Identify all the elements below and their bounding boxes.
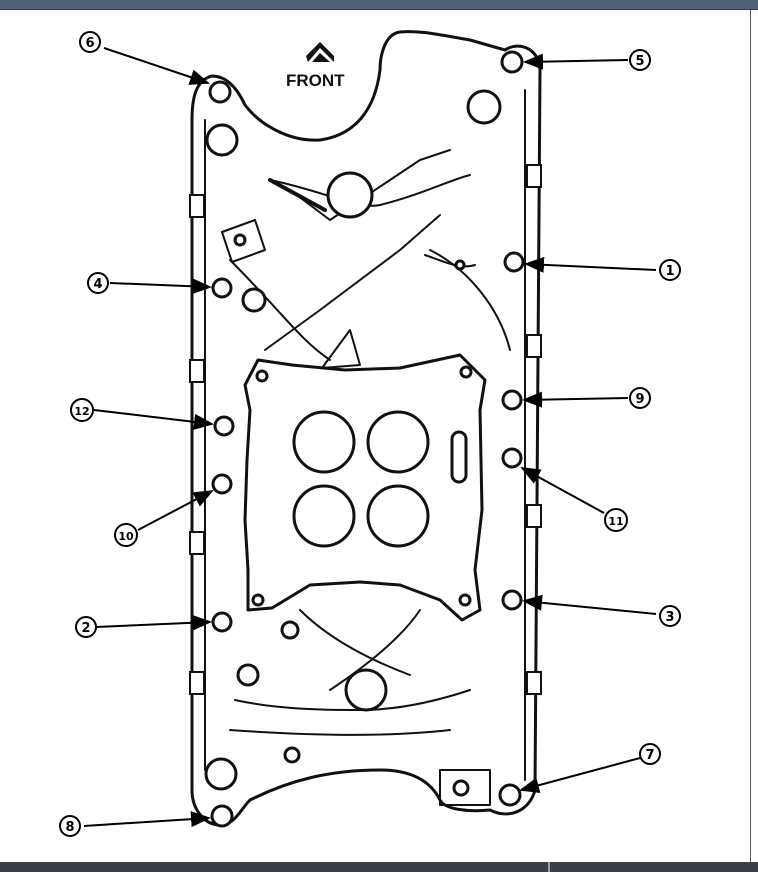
svg-text:12: 12 <box>74 405 89 418</box>
svg-text:4: 4 <box>93 277 102 292</box>
callout-12: 12 <box>70 398 94 422</box>
svg-text:8: 8 <box>65 820 74 835</box>
carb-barrel <box>366 484 430 548</box>
top-window-bar <box>0 0 758 10</box>
svg-text:1: 1 <box>665 264 674 279</box>
carb-barrel <box>292 410 356 474</box>
callout-6: 6 <box>79 31 101 53</box>
callout-5: 5 <box>629 49 651 71</box>
svg-text:6: 6 <box>85 36 94 51</box>
bolt-hole-10 <box>211 473 233 495</box>
callout-9: 9 <box>629 387 651 409</box>
svg-text:9: 9 <box>635 392 644 407</box>
callout-11: 11 <box>604 508 628 532</box>
svg-text:5: 5 <box>635 54 644 69</box>
carburetor-flange <box>243 353 487 622</box>
svg-text:3: 3 <box>665 610 674 625</box>
frame-edge <box>750 10 751 862</box>
front-arrow-icon <box>306 42 334 62</box>
bolt-hole-8 <box>210 804 234 828</box>
callout-10: 10 <box>114 523 138 547</box>
bolt-hole-9 <box>501 389 523 411</box>
bottom-window-bar <box>0 862 758 872</box>
callout-8: 8 <box>59 815 81 837</box>
svg-text:7: 7 <box>645 748 654 763</box>
svg-text:2: 2 <box>81 621 90 636</box>
bolt-hole-11 <box>501 447 523 469</box>
carb-barrel <box>366 410 430 474</box>
callout-7: 7 <box>639 743 661 765</box>
bolt-hole-2 <box>211 611 233 633</box>
callout-3: 3 <box>659 605 681 627</box>
svg-text:10: 10 <box>118 530 134 543</box>
svg-text:11: 11 <box>608 515 623 528</box>
callout-1: 1 <box>659 259 681 281</box>
bolt-hole-7 <box>498 783 522 807</box>
bolt-hole-5 <box>500 50 524 74</box>
intake-manifold-diagram: FRONT 6 5 1 4 9 12 11 10 2 3 7 8 <box>59 30 681 837</box>
front-label: FRONT <box>286 71 345 90</box>
carb-barrel <box>292 484 356 548</box>
bolt-hole-1 <box>503 251 525 273</box>
callout-2: 2 <box>75 616 97 638</box>
bolt-hole-3 <box>501 589 523 611</box>
callouts: 6 5 1 4 9 12 11 10 2 3 7 8 <box>59 31 681 837</box>
bolt-hole-12 <box>213 415 235 437</box>
bolt-hole-6 <box>208 80 232 104</box>
callout-4: 4 <box>87 272 109 294</box>
bolt-hole-4 <box>211 277 233 299</box>
